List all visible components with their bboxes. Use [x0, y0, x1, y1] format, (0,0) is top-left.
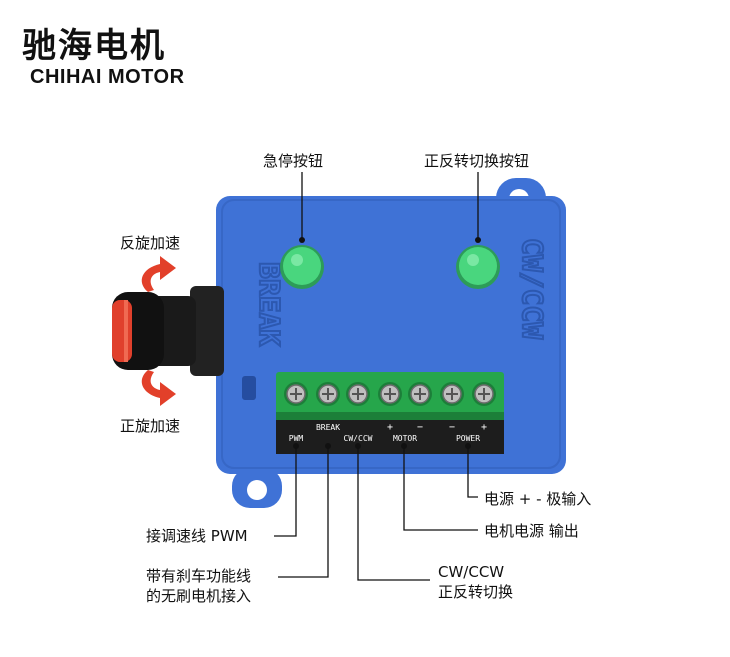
brake-wire-label-line2: 的无刷电机接入 — [146, 587, 252, 605]
terminal-label-strip — [276, 420, 504, 454]
terminal-label-motor-plus: + — [387, 422, 393, 433]
terminal-screw[interactable] — [440, 382, 464, 406]
brake-wire-label: 带有刹车功能线 的无刷电机接入 — [146, 566, 251, 606]
terminal-screw[interactable] — [472, 382, 496, 406]
terminal-label-pwm: PWM — [289, 434, 304, 443]
terminal-screws — [284, 382, 496, 406]
terminal-label-cwccw: CW/CCW — [344, 434, 373, 443]
brand-name-cn: 驰海电机 — [22, 26, 166, 66]
direction-button[interactable] — [456, 245, 500, 289]
estop-button[interactable] — [280, 245, 324, 289]
terminal-screw[interactable] — [408, 382, 432, 406]
brand-name-en: CHIHAI MOTOR — [30, 66, 185, 88]
terminal-label-motor-minus: − — [417, 422, 423, 433]
terminal-screw[interactable] — [284, 382, 308, 406]
case-cwccw-text: CW/CCW — [516, 238, 549, 339]
case-break-text: BREAK — [253, 262, 286, 346]
pwm-wire-label: 接调速线 PWM — [146, 527, 248, 545]
motor-output-label: 电机电源 输出 — [484, 522, 579, 540]
callout-lines — [274, 172, 479, 581]
terminal-screw[interactable] — [316, 382, 340, 406]
forward-speedup-label: 正旋加速 — [120, 417, 181, 435]
terminal-screw[interactable] — [346, 382, 370, 406]
terminal-screw[interactable] — [378, 382, 402, 406]
reverse-speedup-label: 反旋加速 — [120, 234, 181, 252]
terminal-label-power-plus: + — [481, 422, 487, 433]
direction-button-label: 正反转切换按钮 — [424, 152, 530, 170]
side-slot — [242, 376, 256, 400]
mounting-ear-bottom-left — [232, 468, 282, 508]
terminal-label-motor: MOTOR — [393, 434, 417, 443]
power-input-label: 电源 + - 极输入 — [484, 490, 592, 508]
cwccw-wire-label: CW/CCW 正反转切换 — [438, 562, 513, 602]
reverse-rotation-arrow-icon — [141, 256, 176, 292]
terminal-label-break: BREAK — [316, 423, 340, 432]
callout-dots — [293, 237, 481, 449]
speed-knob[interactable] — [112, 286, 224, 376]
terminal-label-power: POWER — [456, 434, 480, 443]
terminal-label-power-minus: − — [449, 422, 455, 433]
cwccw-wire-label-line1: CW/CCW — [438, 563, 505, 581]
estop-label: 急停按钮 — [263, 152, 324, 170]
cwccw-wire-label-line2: 正反转切换 — [438, 583, 514, 601]
forward-rotation-arrow-icon — [141, 370, 176, 406]
brake-wire-label-line1: 带有刹车功能线 — [146, 567, 252, 585]
